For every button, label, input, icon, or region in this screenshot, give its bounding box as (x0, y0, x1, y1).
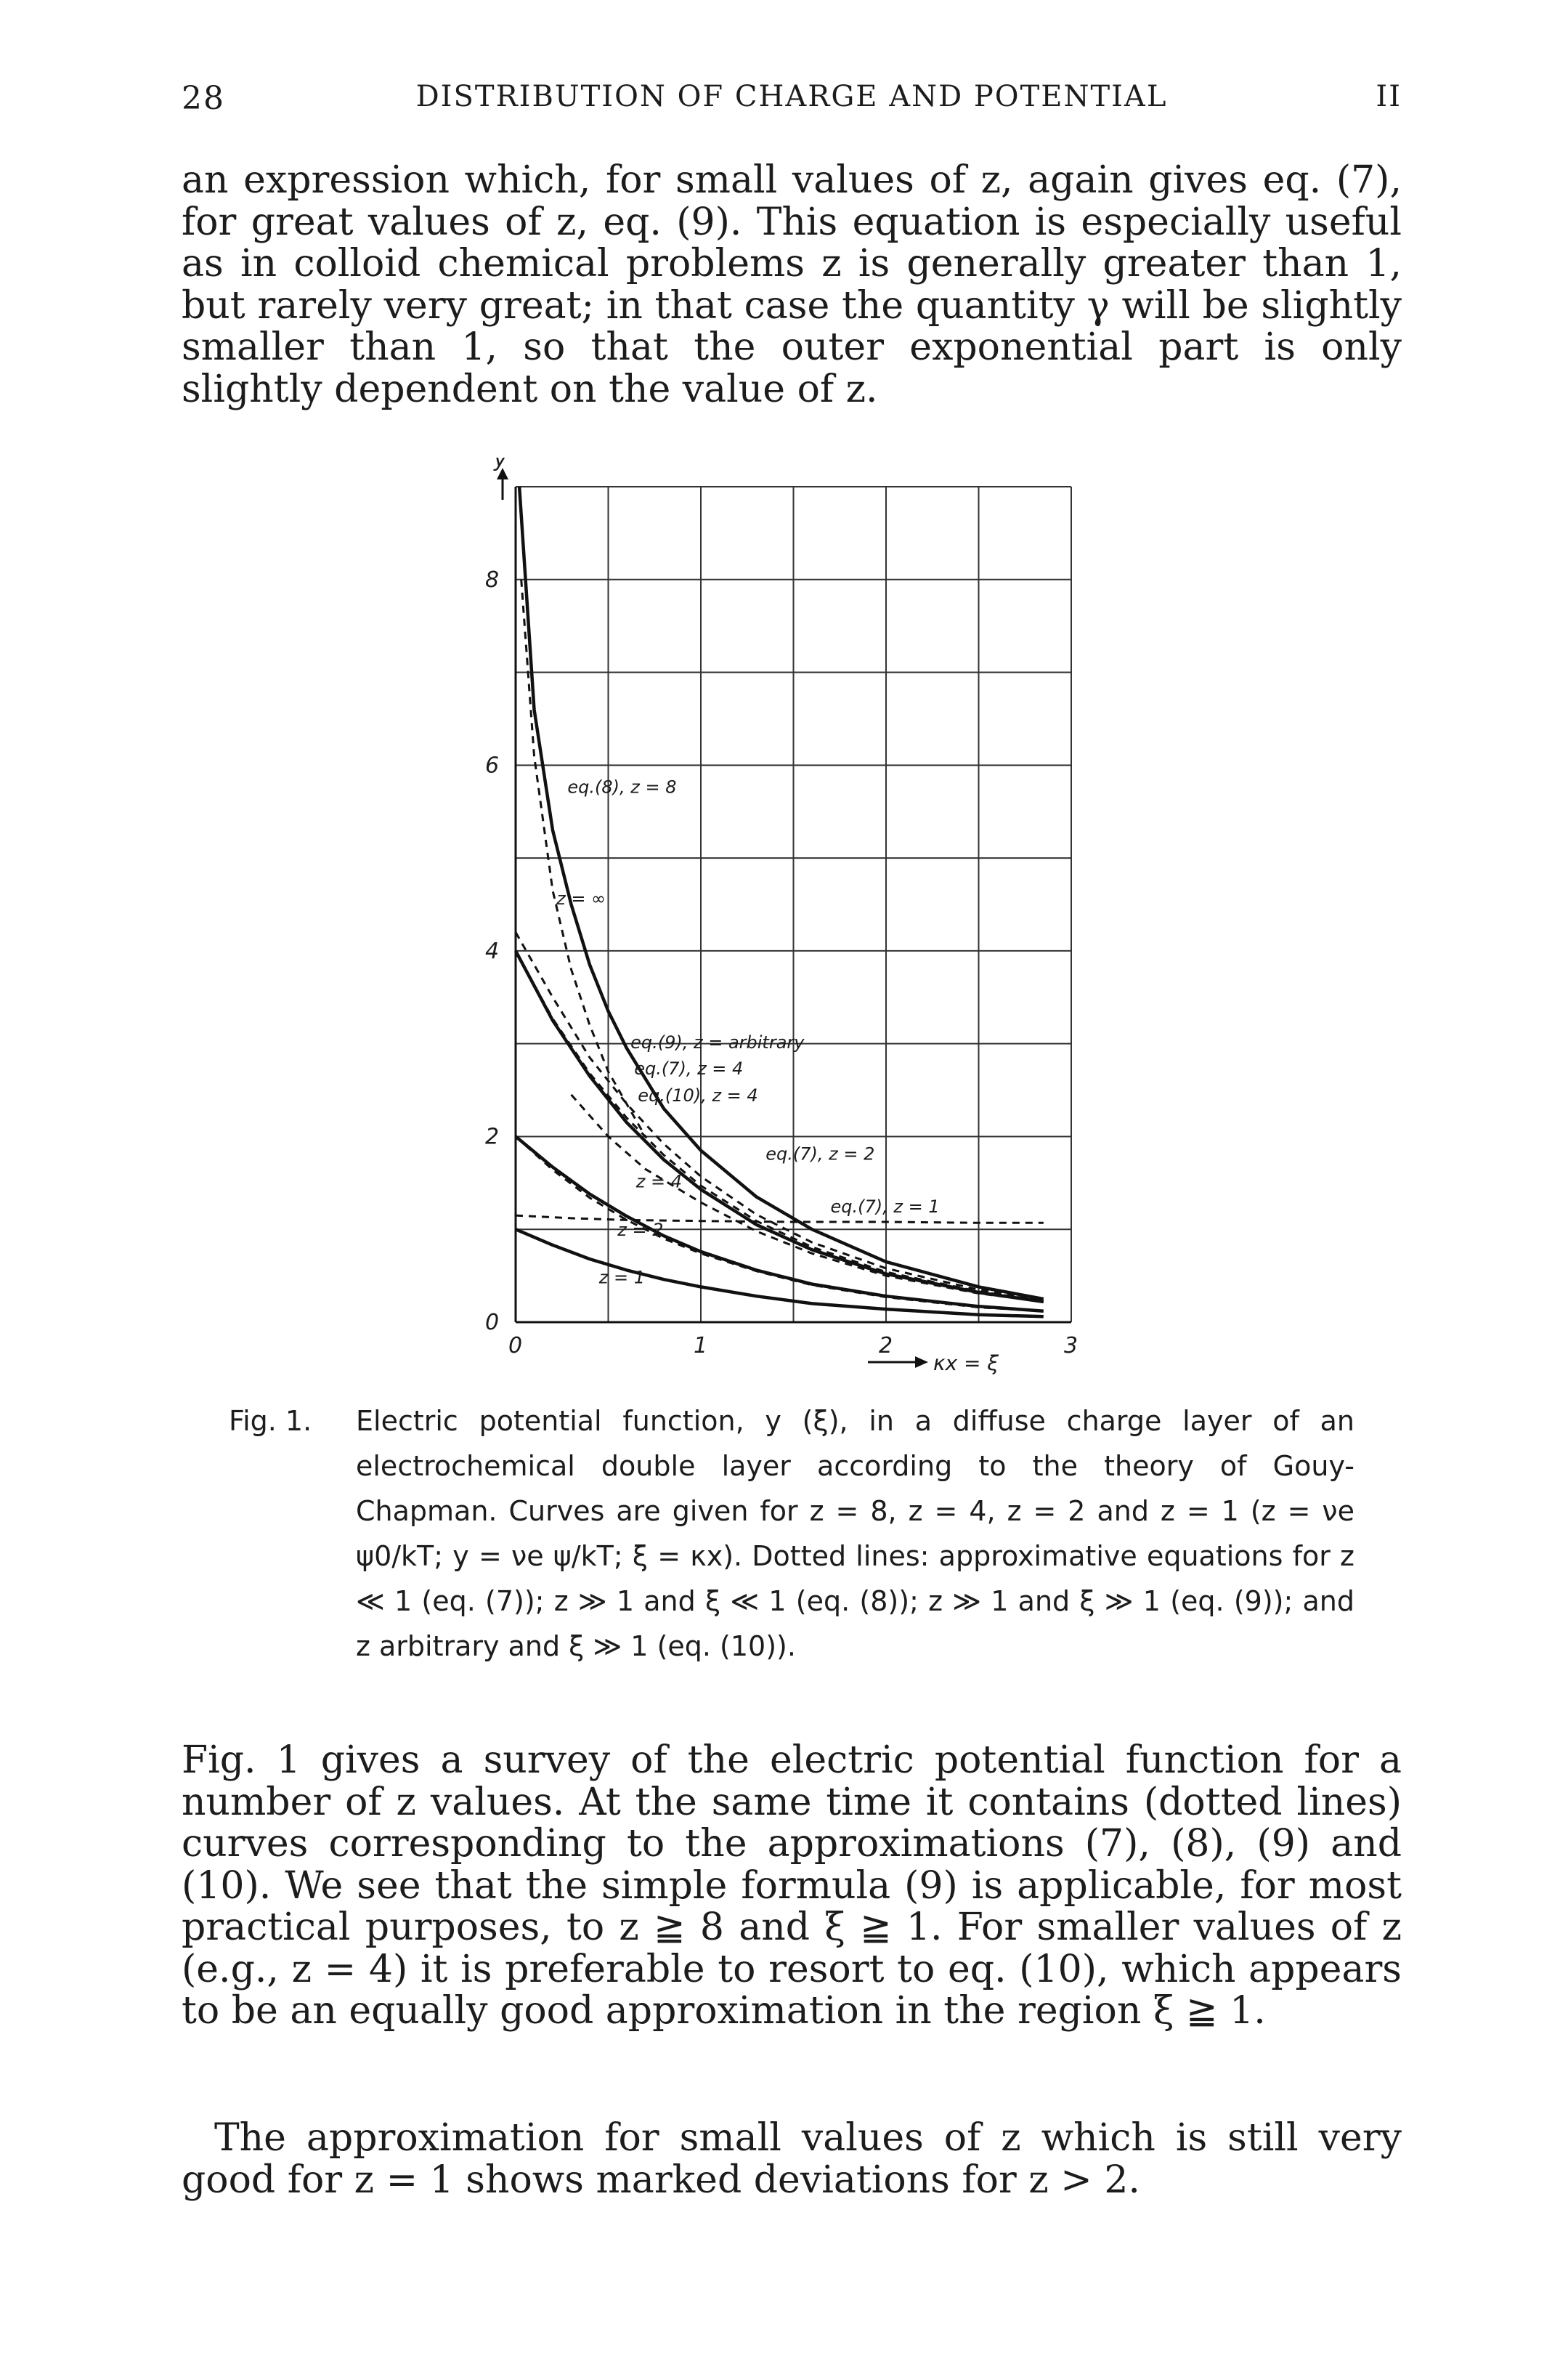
series-line (515, 1228, 1044, 1319)
series-line (520, 579, 646, 1138)
series-line (514, 1135, 1044, 1313)
figure-label: Fig. 1. (229, 1405, 312, 1437)
annotation-label: eq.(10), z = 4 (638, 1085, 757, 1106)
running-head-title: DISTRIBUTION OF CHARGE AND POTENTIAL (415, 80, 1168, 113)
x-tick-label: 0 (508, 1333, 522, 1358)
figure-caption: Fig. 1. Electric potential function, y (… (229, 1398, 1354, 1669)
chart-annotations: eq.(8), z = 8 z = ∞ eq.(9), z = arbitrary e… (556, 777, 940, 1288)
series-line (517, 486, 1044, 1301)
chapter-number: II (1376, 80, 1402, 113)
paragraph-intro: an expression which, for small values of… (182, 158, 1402, 411)
x-axis-title: κx = ξ (933, 1351, 999, 1375)
series-line (515, 1214, 1044, 1224)
y-tick-label: 4 (485, 939, 499, 964)
annotation-label: eq.(7), z = 2 (765, 1143, 874, 1164)
chart-grid (516, 486, 1072, 1322)
annotation-label: z = ∞ (556, 888, 606, 909)
y-tick-label: 6 (485, 753, 499, 778)
chart-tick-labels: 0 1 2 3 0 2 4 6 8 y κx = ξ (485, 458, 1078, 1375)
paragraph-text: Fig. 1 gives a survey of the electric po… (182, 1738, 1402, 2033)
series-line (514, 950, 1044, 1303)
annotation-label: eq.(8), z = 8 (567, 777, 676, 798)
y-tick-label: 8 (485, 567, 499, 593)
annotation-label: eq.(7), z = 4 (634, 1058, 743, 1079)
annotation-label: eq.(7), z = 1 (831, 1196, 940, 1217)
series-line (514, 949, 1044, 1304)
x-tick-label: 1 (694, 1333, 707, 1358)
annotation-label: z = 1 (598, 1267, 645, 1287)
annotation-label: z = 2 (617, 1220, 663, 1240)
x-tick-label: 2 (879, 1333, 893, 1358)
x-axis-arrow-head (915, 1356, 928, 1368)
caption-text: Electric potential function, y (ξ), in a… (356, 1405, 1354, 1662)
paragraph-text: The approximation for small values of z … (182, 2116, 1402, 2202)
annotation-label: eq.(9), z = arbitrary (630, 1032, 805, 1053)
paragraph-text: an expression which, for small values of… (182, 158, 1402, 411)
x-tick-label: 3 (1064, 1333, 1078, 1358)
chart-axes (497, 468, 1071, 1368)
series-line (570, 1093, 1044, 1303)
paragraph-fig-discussion: Fig. 1 gives a survey of the electric po… (182, 1738, 1402, 2033)
figure-chart: 0 1 2 3 0 2 4 6 8 y κx = ξ eq.(8), z = 8 z = ∞ eq.(9… (485, 458, 1078, 1375)
page-number: 28 (182, 80, 225, 117)
annotation-label: z = 4 (635, 1172, 682, 1192)
y-tick-label: 2 (485, 1124, 499, 1149)
y-axis-arrow-head (497, 468, 508, 479)
y-axis-title: y (493, 458, 508, 472)
chart-series (514, 486, 1044, 1319)
y-tick-label: 0 (485, 1310, 499, 1335)
series-line (514, 1135, 1044, 1313)
running-header: 28 DISTRIBUTION OF CHARGE AND POTENTIAL … (182, 80, 1402, 131)
paragraph-conclusion: The approximation for small values of z … (182, 2116, 1402, 2202)
series-line (514, 931, 1044, 1301)
